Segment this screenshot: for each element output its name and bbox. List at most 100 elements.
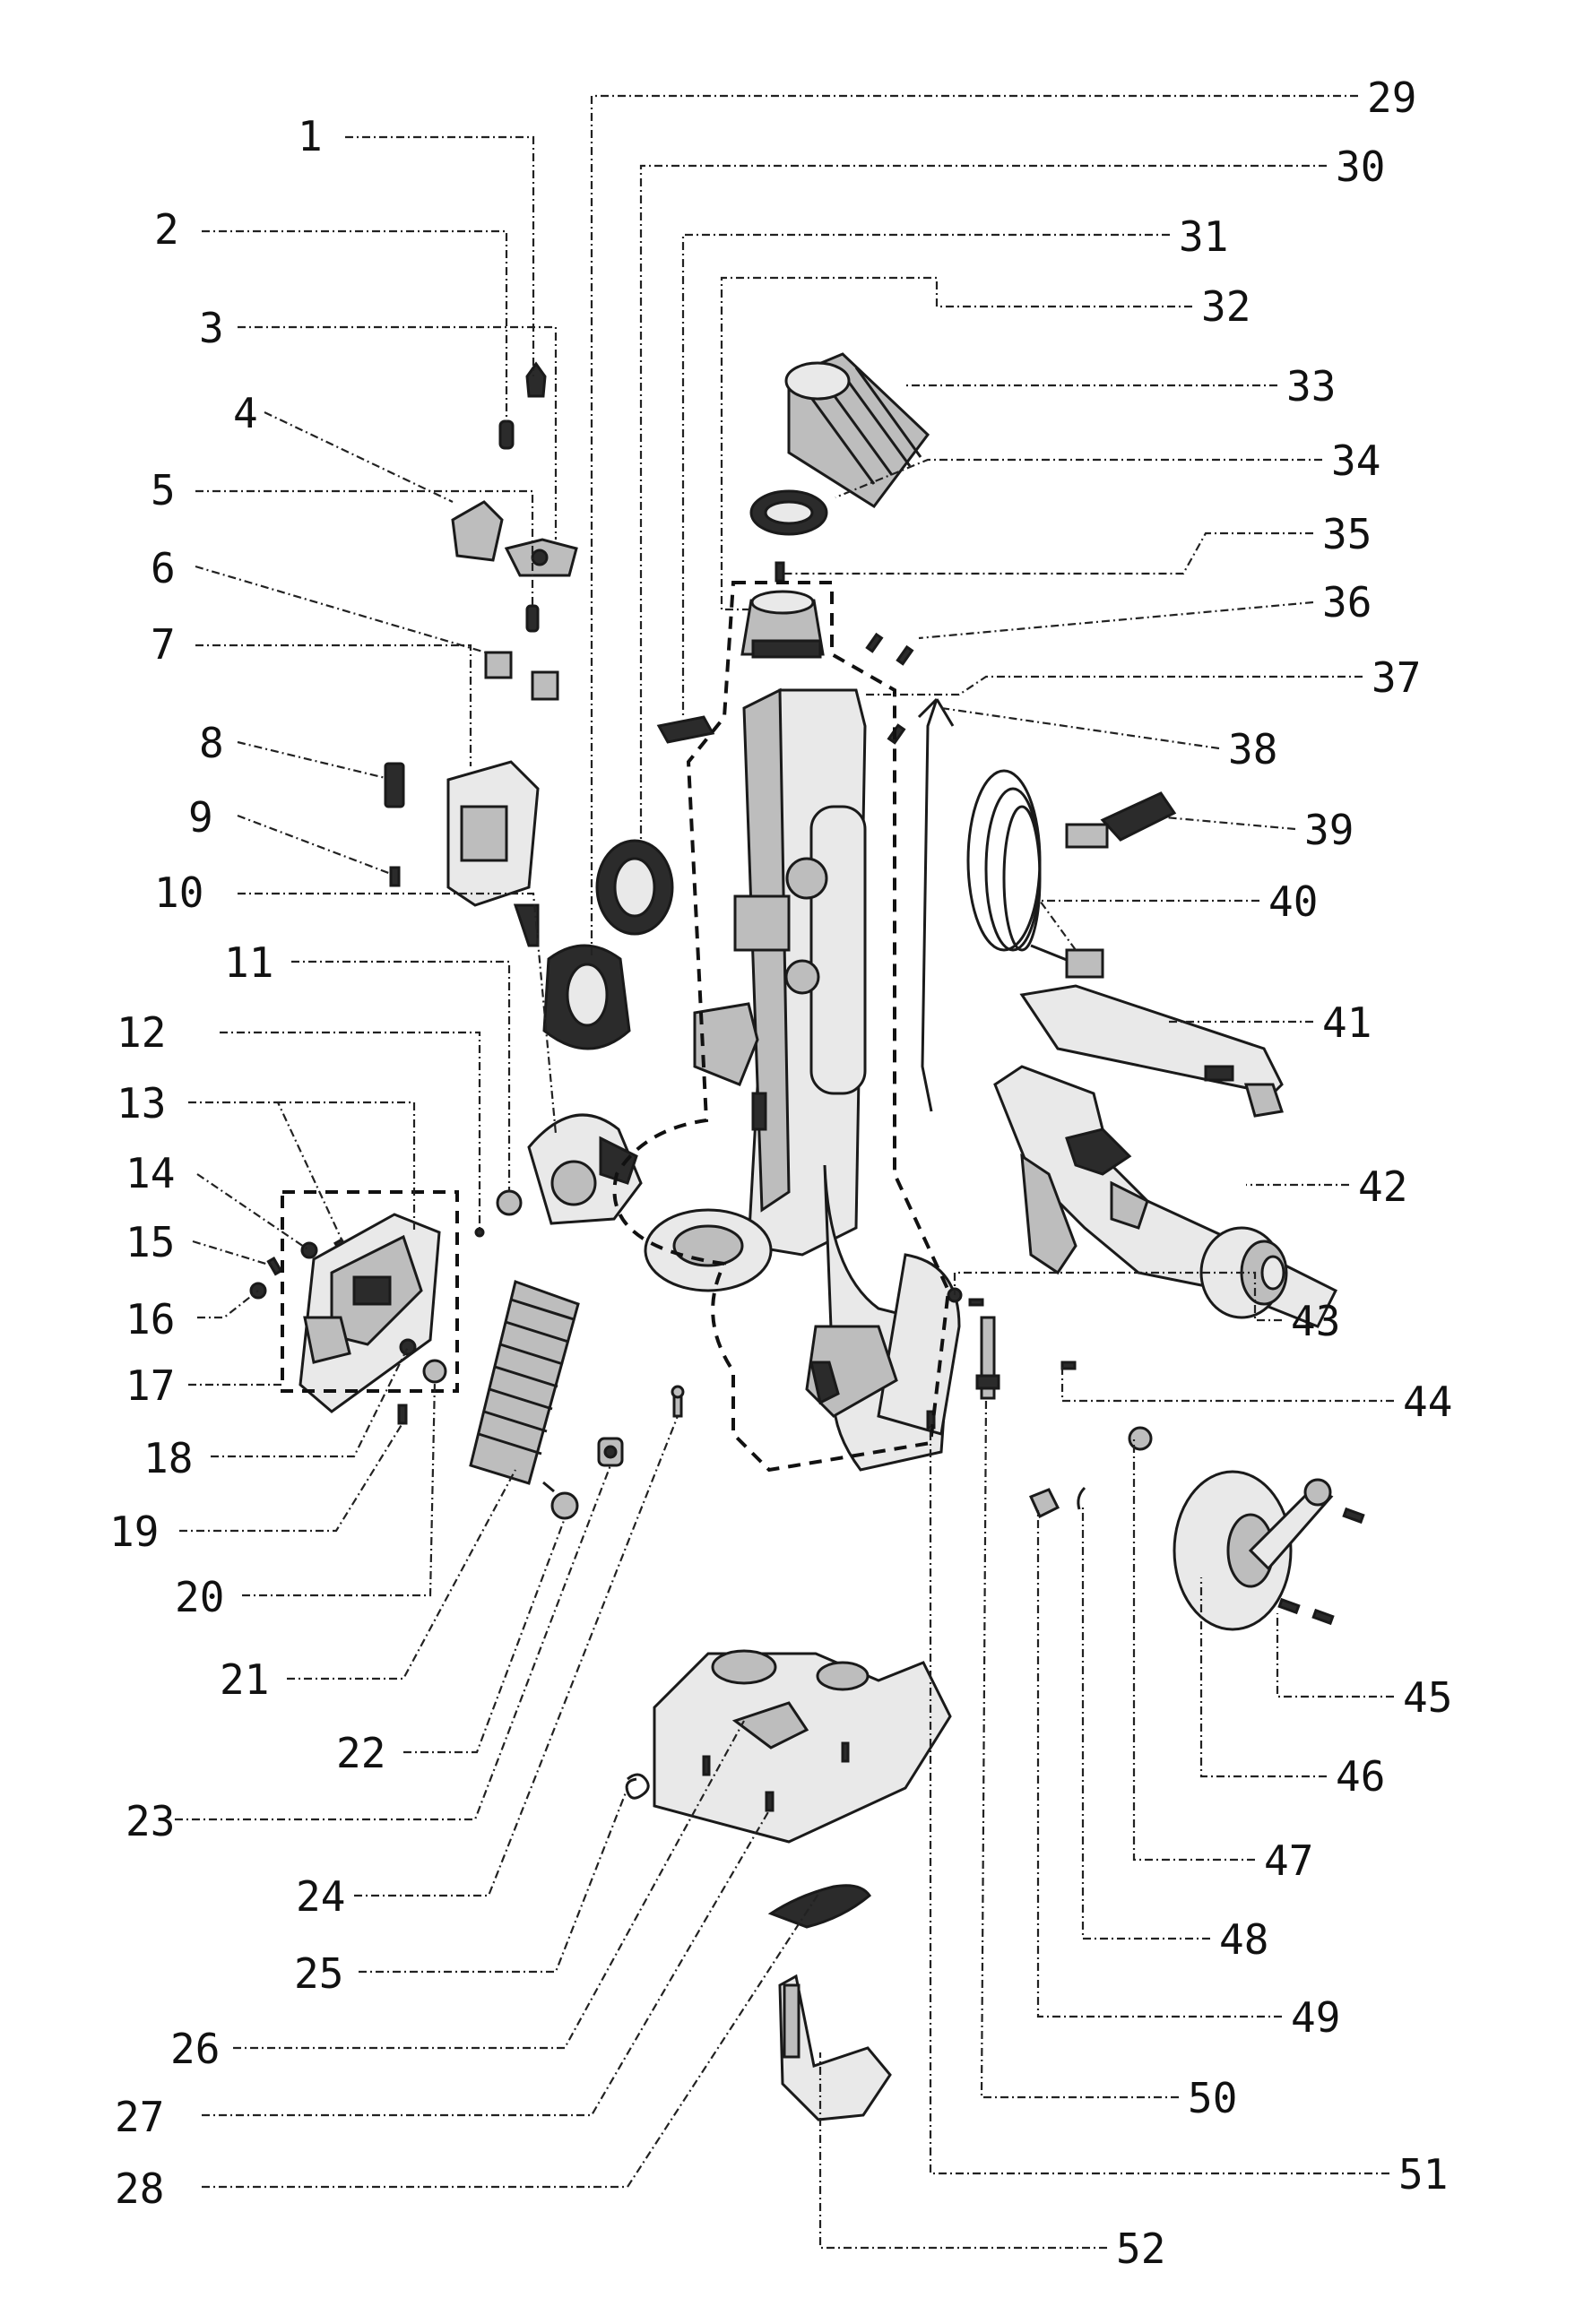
- part-42: [993, 1065, 1338, 1328]
- part-45: [1277, 1507, 1365, 1626]
- part-48: [1077, 1486, 1086, 1510]
- callout-48: 48: [1219, 1915, 1268, 1964]
- part-39: [1065, 791, 1177, 849]
- part-24: [671, 1385, 685, 1418]
- part-30: [595, 839, 674, 936]
- callout-36: 36: [1322, 578, 1372, 626]
- part-50: [975, 1316, 1000, 1400]
- callout-51: 51: [1398, 2150, 1448, 2199]
- callout-24: 24: [296, 1872, 345, 1921]
- callout-1: 1: [298, 112, 323, 160]
- callout-9: 9: [188, 793, 213, 842]
- callout-labels: 1 2 3 4 5 6 7 8 9 10 11 12 13 14 15 16 1…: [109, 73, 1452, 2273]
- part-38: [887, 697, 955, 1112]
- part-7: [446, 760, 540, 947]
- part-47: [1128, 1426, 1153, 1451]
- part-6: [484, 651, 559, 701]
- part-25: [625, 1773, 650, 1800]
- part-26: [653, 1649, 952, 1844]
- part-14: [300, 1241, 318, 1259]
- part-4: [451, 500, 504, 562]
- callout-12: 12: [117, 1008, 166, 1057]
- part-41: [1019, 984, 1284, 1118]
- part-27: [765, 1791, 775, 1812]
- part-29: [542, 944, 631, 1050]
- callout-7: 7: [151, 620, 176, 669]
- part-36: [865, 632, 914, 666]
- callout-41: 41: [1322, 998, 1372, 1047]
- callout-39: 39: [1304, 806, 1354, 854]
- callout-35: 35: [1322, 510, 1372, 558]
- leader-lines: [175, 94, 1394, 2250]
- callout-42: 42: [1358, 1162, 1407, 1211]
- callout-2: 2: [154, 205, 179, 254]
- assembly-outlines: [281, 581, 951, 1473]
- part-19: [397, 1404, 408, 1425]
- callout-11: 11: [224, 938, 273, 987]
- callout-32: 32: [1201, 282, 1250, 331]
- assembly-outline-motor: [281, 1190, 459, 1393]
- callout-13: 13: [117, 1079, 166, 1127]
- callout-5: 5: [151, 466, 176, 514]
- callout-6: 6: [151, 544, 176, 592]
- callout-31: 31: [1179, 212, 1228, 261]
- part-2: [498, 419, 515, 450]
- part-3: [504, 538, 578, 577]
- part-37: [644, 687, 961, 1472]
- callout-45: 45: [1403, 1673, 1452, 1722]
- callout-19: 19: [109, 1508, 159, 1556]
- callout-27: 27: [115, 2093, 164, 2141]
- part-12: [474, 1227, 485, 1238]
- part-9: [389, 866, 401, 887]
- part-52: [778, 1974, 892, 2121]
- callout-10: 10: [154, 868, 203, 917]
- part-31: [656, 715, 715, 744]
- callout-44: 44: [1403, 1378, 1452, 1426]
- part-15: [266, 1257, 283, 1276]
- callout-49: 49: [1291, 1993, 1340, 2042]
- part-21: [469, 1280, 580, 1485]
- part-23: [597, 1437, 624, 1467]
- callout-18: 18: [143, 1434, 193, 1482]
- part-20: [422, 1359, 447, 1384]
- part-44: [1060, 1361, 1077, 1370]
- callout-23: 23: [125, 1797, 175, 1845]
- part-40: [966, 769, 1104, 979]
- assembly-outline-main-body: [612, 581, 951, 1473]
- callout-30: 30: [1336, 143, 1385, 191]
- callout-47: 47: [1264, 1836, 1313, 1885]
- part-22: [542, 1481, 579, 1520]
- callout-20: 20: [175, 1573, 224, 1621]
- callout-34: 34: [1331, 436, 1380, 485]
- callout-52: 52: [1116, 2225, 1165, 2273]
- callout-25: 25: [294, 1949, 343, 1998]
- callout-50: 50: [1188, 2074, 1237, 2122]
- callout-26: 26: [170, 2025, 220, 2073]
- part-28: [767, 1884, 871, 1929]
- callout-17: 17: [125, 1361, 175, 1410]
- part-49: [1028, 1488, 1060, 1519]
- callout-28: 28: [115, 2164, 164, 2213]
- part-35: [775, 561, 785, 583]
- callout-21: 21: [220, 1655, 269, 1704]
- callout-14: 14: [125, 1149, 175, 1197]
- part-8: [384, 762, 405, 808]
- callout-22: 22: [336, 1729, 385, 1777]
- callout-3: 3: [199, 304, 224, 352]
- callout-33: 33: [1286, 362, 1336, 410]
- part-5: [525, 604, 540, 633]
- part-11: [496, 1189, 523, 1216]
- callout-43: 43: [1291, 1297, 1340, 1345]
- callout-8: 8: [199, 719, 224, 767]
- part-43: [947, 1287, 984, 1307]
- callout-16: 16: [125, 1295, 175, 1343]
- part-1: [525, 361, 547, 398]
- callout-38: 38: [1228, 725, 1277, 773]
- part-34: [749, 489, 828, 536]
- callout-15: 15: [125, 1218, 175, 1266]
- part-10: [527, 1113, 643, 1225]
- part-18: [399, 1338, 417, 1356]
- part-46: [1173, 1470, 1334, 1631]
- part-17: [299, 1213, 441, 1413]
